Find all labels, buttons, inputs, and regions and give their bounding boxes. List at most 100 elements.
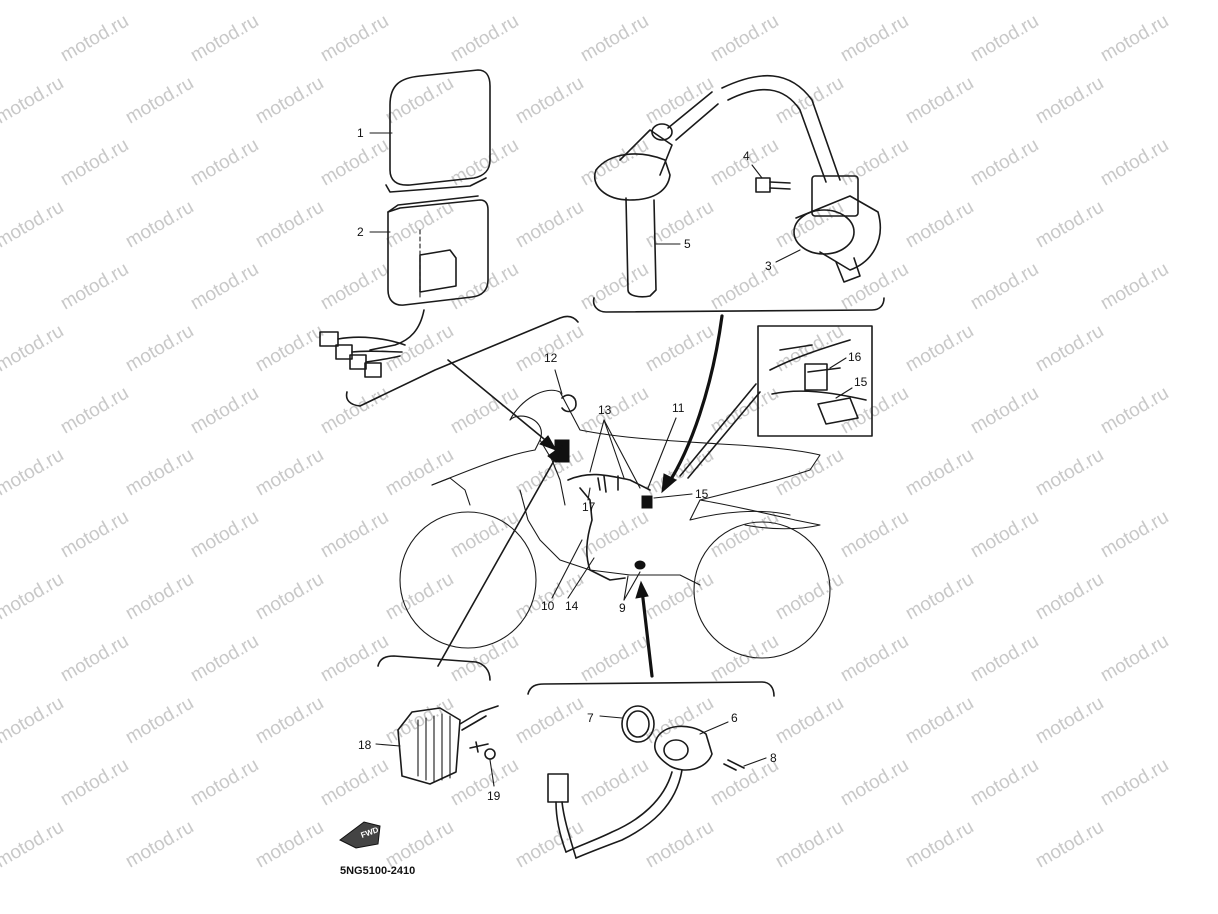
callout-12: 12 — [544, 351, 558, 365]
watermark-text: motod.ru — [122, 817, 197, 873]
leader-11 — [647, 417, 677, 489]
ignition-coil-group — [592, 74, 885, 313]
watermark-text: motod.ru — [1097, 383, 1172, 439]
bike-body-line — [431, 389, 821, 521]
arrow-coil-head — [661, 473, 677, 494]
plug-cap-ring — [651, 123, 673, 141]
watermark-text: motod.ru — [57, 259, 132, 315]
watermark-text: motod.ru — [1032, 445, 1107, 501]
watermark-text: motod.ru — [512, 693, 587, 749]
clamp-12 — [561, 394, 577, 413]
watermark-text: motod.ru — [187, 383, 262, 439]
callout-9: 9 — [619, 601, 626, 615]
fork-line — [539, 439, 566, 506]
hv-lead-b — [721, 74, 841, 183]
watermark-text: motod.ru — [772, 569, 847, 625]
pickup-coil-group — [527, 681, 775, 859]
watermark-text: motod.ru — [122, 445, 197, 501]
leader-16 — [829, 357, 847, 369]
callout-1: 1 — [357, 126, 364, 140]
diagram-code: 5NG5100-2410 — [340, 865, 415, 877]
leader-12 — [554, 369, 563, 395]
harness-upper — [567, 473, 651, 491]
leader-15a — [653, 493, 693, 499]
watermark-text: motod.ru — [772, 817, 847, 873]
leader-13b — [603, 419, 625, 479]
watermark-text: motod.ru — [57, 631, 132, 687]
watermark-text: motod.ru — [577, 383, 652, 439]
watermark-text: motod.ru — [1032, 73, 1107, 129]
watermark-text: motod.ru — [967, 11, 1042, 67]
rectifier-wire — [459, 705, 499, 731]
watermark-text: motod.ru — [317, 631, 392, 687]
leader-13c — [603, 419, 641, 489]
watermark-text: motod.ru — [512, 569, 587, 625]
cdi-bracket — [419, 249, 457, 293]
watermark-text: motod.ru — [642, 817, 717, 873]
watermark-text: motod.ru — [122, 197, 197, 253]
watermark-text: motod.ru — [382, 569, 457, 625]
watermark-text: motod.ru — [187, 135, 262, 191]
connector-d — [364, 362, 382, 378]
watermark-text: motod.ru — [577, 259, 652, 315]
watermark-text: motod.ru — [512, 445, 587, 501]
connector-15 — [641, 495, 653, 509]
leader-15b — [835, 387, 853, 399]
arrow-pickup-head — [635, 580, 649, 599]
watermark-text: motod.ru — [837, 507, 912, 563]
watermark-text: motod.ru — [902, 321, 977, 377]
watermark-text: motod.ru — [252, 445, 327, 501]
watermark-text: motod.ru — [122, 73, 197, 129]
watermark-text: motod.ru — [902, 693, 977, 749]
detail-inset — [757, 325, 873, 437]
arrow-rectifier-head — [547, 444, 564, 463]
watermark-text: motod.ru — [317, 11, 392, 67]
front-fender — [431, 477, 471, 506]
arrow-inset — [679, 383, 757, 477]
watermark-text: motod.ru — [967, 135, 1042, 191]
bracket-line-pickup — [527, 681, 775, 697]
watermark-text: motod.ru — [902, 73, 977, 129]
watermark-text: motod.ru — [57, 383, 132, 439]
arrow-cdi-head — [539, 435, 558, 451]
watermark-text: motod.ru — [837, 135, 912, 191]
pickup-9 — [634, 560, 646, 570]
fwd-arrow-icon: FWD — [339, 821, 381, 849]
watermark-layer: motod.ru motod.ru motod.ru motod.ru motod.ru… — [0, 11, 1172, 873]
watermark-text: motod.ru — [447, 135, 522, 191]
bracket-line-cdi — [345, 315, 579, 407]
watermark-text: motod.ru — [0, 693, 67, 749]
callout-19: 19 — [487, 789, 501, 803]
pickup-cable — [565, 769, 683, 859]
arrow-cdi — [447, 359, 556, 449]
watermark-text: motod.ru — [1032, 197, 1107, 253]
callout-14: 14 — [565, 599, 579, 613]
cdi-wire — [369, 309, 425, 351]
leader-4 — [751, 164, 763, 179]
watermark-text: motod.ru — [642, 569, 717, 625]
callout-16: 16 — [848, 350, 862, 364]
callout-7: 7 — [587, 711, 594, 725]
watermark-text: motod.ru — [772, 73, 847, 129]
watermark-text: motod.ru — [1097, 507, 1172, 563]
watermark-text: motod.ru — [577, 11, 652, 67]
screw-4-thread — [769, 181, 791, 190]
watermark-text: motod.ru — [382, 693, 457, 749]
callout-6: 6 — [731, 711, 738, 725]
leader-19 — [489, 759, 495, 787]
watermark-text: motod.ru — [317, 507, 392, 563]
leader-17 — [587, 487, 591, 501]
watermark-text: motod.ru — [837, 383, 912, 439]
watermark-text: motod.ru — [57, 507, 132, 563]
watermark-text: motod.ru — [772, 693, 847, 749]
watermark-text: motod.ru — [902, 569, 977, 625]
watermark-text: motod.ru — [967, 383, 1042, 439]
pickup-connector — [547, 773, 569, 803]
callout-2: 2 — [357, 225, 364, 239]
callout-8: 8 — [770, 751, 777, 765]
callout-3: 3 — [765, 259, 772, 273]
callout-labels: 1 2 3 4 5 6 7 8 9 10 11 12 13 14 15 15 1… — [357, 126, 868, 803]
watermark-text: motod.ru — [0, 197, 67, 253]
watermark-text: motod.ru — [1097, 755, 1172, 811]
